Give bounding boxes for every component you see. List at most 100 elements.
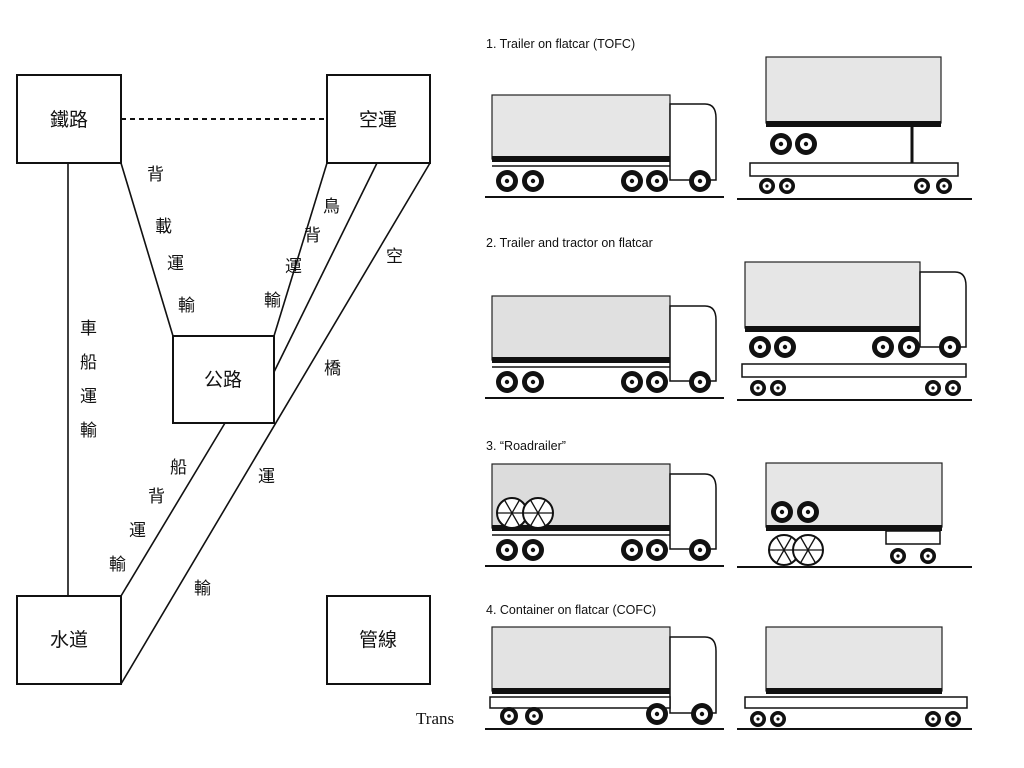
wheel (774, 336, 796, 358)
node-air: 空運 (326, 74, 431, 164)
node-water-label: 水道 (50, 629, 88, 651)
panel-4-flatcar (737, 626, 972, 730)
node-road-label: 公路 (204, 369, 242, 391)
wheel (689, 539, 711, 561)
wheel (945, 711, 961, 727)
wheel (646, 539, 668, 561)
edge-char: 載 (155, 217, 172, 237)
wheel (496, 539, 518, 561)
wheel (646, 703, 668, 725)
edge-char: 輸 (178, 296, 195, 316)
wheel (750, 711, 766, 727)
node-rail-label: 鐵路 (50, 109, 88, 131)
wheel (920, 548, 936, 564)
wheel (770, 133, 792, 155)
edge-label-rail-road: 背 載 運 輸 (147, 165, 195, 316)
wheel (759, 178, 775, 194)
wheel (872, 336, 894, 358)
panel-3-roadrailer (737, 462, 972, 568)
edge-char: 空 (386, 247, 403, 267)
intermodal-diagram: 鐵路 空運 公路 水道 管線 背 載 運 輸 鳥 背 運 輸 (16, 74, 431, 685)
air-water-link (120, 162, 431, 685)
node-rail: 鐵路 (16, 74, 122, 164)
wheel (890, 548, 906, 564)
edge-char: 輸 (264, 291, 281, 311)
node-water: 水道 (16, 595, 122, 685)
wheel (779, 178, 795, 194)
wheel (925, 711, 941, 727)
edge-char: 背 (147, 165, 164, 185)
edge-char: 橋 (324, 359, 341, 379)
wheel (689, 371, 711, 393)
edge-label-air-water: 空 橋 運 輸 (194, 247, 403, 599)
edge-char: 鳥 (323, 197, 340, 217)
wheel (795, 133, 817, 155)
panel-3-caption: 3. “Roadrailer” (486, 439, 566, 453)
wheel (522, 371, 544, 393)
rail-wheel (522, 497, 554, 529)
wheel (771, 501, 793, 523)
edge-char: 運 (258, 467, 275, 487)
panel-1-flatcar (737, 56, 972, 200)
edge-char: 船 (170, 458, 187, 478)
panel-2-caption: 2. Trailer and tractor on flatcar (486, 236, 653, 250)
wheel (945, 380, 961, 396)
wheel (522, 170, 544, 192)
wheel (770, 380, 786, 396)
panel-1-truck (485, 94, 724, 198)
edge-char: 背 (304, 226, 321, 246)
wheel (500, 707, 518, 725)
edge-char: 輸 (80, 421, 97, 441)
edge-char: 船 (80, 353, 97, 373)
air-road-link-inner (273, 162, 328, 337)
wheel (646, 371, 668, 393)
wheel (925, 380, 941, 396)
node-pipeline-label: 管線 (359, 629, 397, 651)
rail-road-link (120, 162, 174, 337)
wheel (621, 539, 643, 561)
wheel (750, 380, 766, 396)
wheel (496, 371, 518, 393)
wheel (749, 336, 771, 358)
wheel (689, 170, 711, 192)
wheel (621, 371, 643, 393)
wheel (797, 501, 819, 523)
panel-2-flatcar (737, 261, 972, 401)
edge-char: 背 (148, 487, 165, 507)
air-road-link-outer (273, 162, 378, 373)
wheel (939, 336, 961, 358)
edge-char: 輸 (194, 579, 211, 599)
wheel (646, 170, 668, 192)
wheel (770, 711, 786, 727)
road-water-link (120, 422, 226, 597)
edge-char: 運 (167, 254, 184, 274)
edge-char: 運 (80, 387, 97, 407)
wheel (522, 539, 544, 561)
panel-4-caption: 4. Container on flatcar (COFC) (486, 603, 656, 617)
wheel (936, 178, 952, 194)
wheel (898, 336, 920, 358)
node-air-label: 空運 (359, 109, 397, 131)
wheel (914, 178, 930, 194)
edge-char: 車 (80, 319, 97, 339)
wheel (691, 703, 713, 725)
footer-text: Trans (416, 709, 454, 728)
panel-4-truck (485, 626, 724, 730)
edge-label-road-water: 船 背 運 輸 (109, 458, 187, 575)
panel-1-caption: 1. Trailer on flatcar (TOFC) (486, 37, 635, 51)
wheel (525, 707, 543, 725)
rail-wheel (496, 497, 528, 529)
node-road: 公路 (172, 335, 275, 424)
panel-3-truck (485, 463, 724, 567)
edge-label-air-road: 鳥 背 運 輸 (264, 197, 340, 311)
wheel (621, 170, 643, 192)
wheel (496, 170, 518, 192)
panel-2-truck (485, 295, 724, 399)
intermodal-figure: 1. Trailer on flatcar (TOFC) 2. Trailer … (485, 37, 972, 730)
edge-char: 輸 (109, 555, 126, 575)
edge-char: 運 (129, 521, 146, 541)
edge-label-rail-water: 車 船 運 輸 (80, 319, 97, 441)
rail-wheel (792, 534, 824, 566)
node-pipeline: 管線 (326, 595, 431, 685)
edge-char: 運 (285, 257, 302, 277)
